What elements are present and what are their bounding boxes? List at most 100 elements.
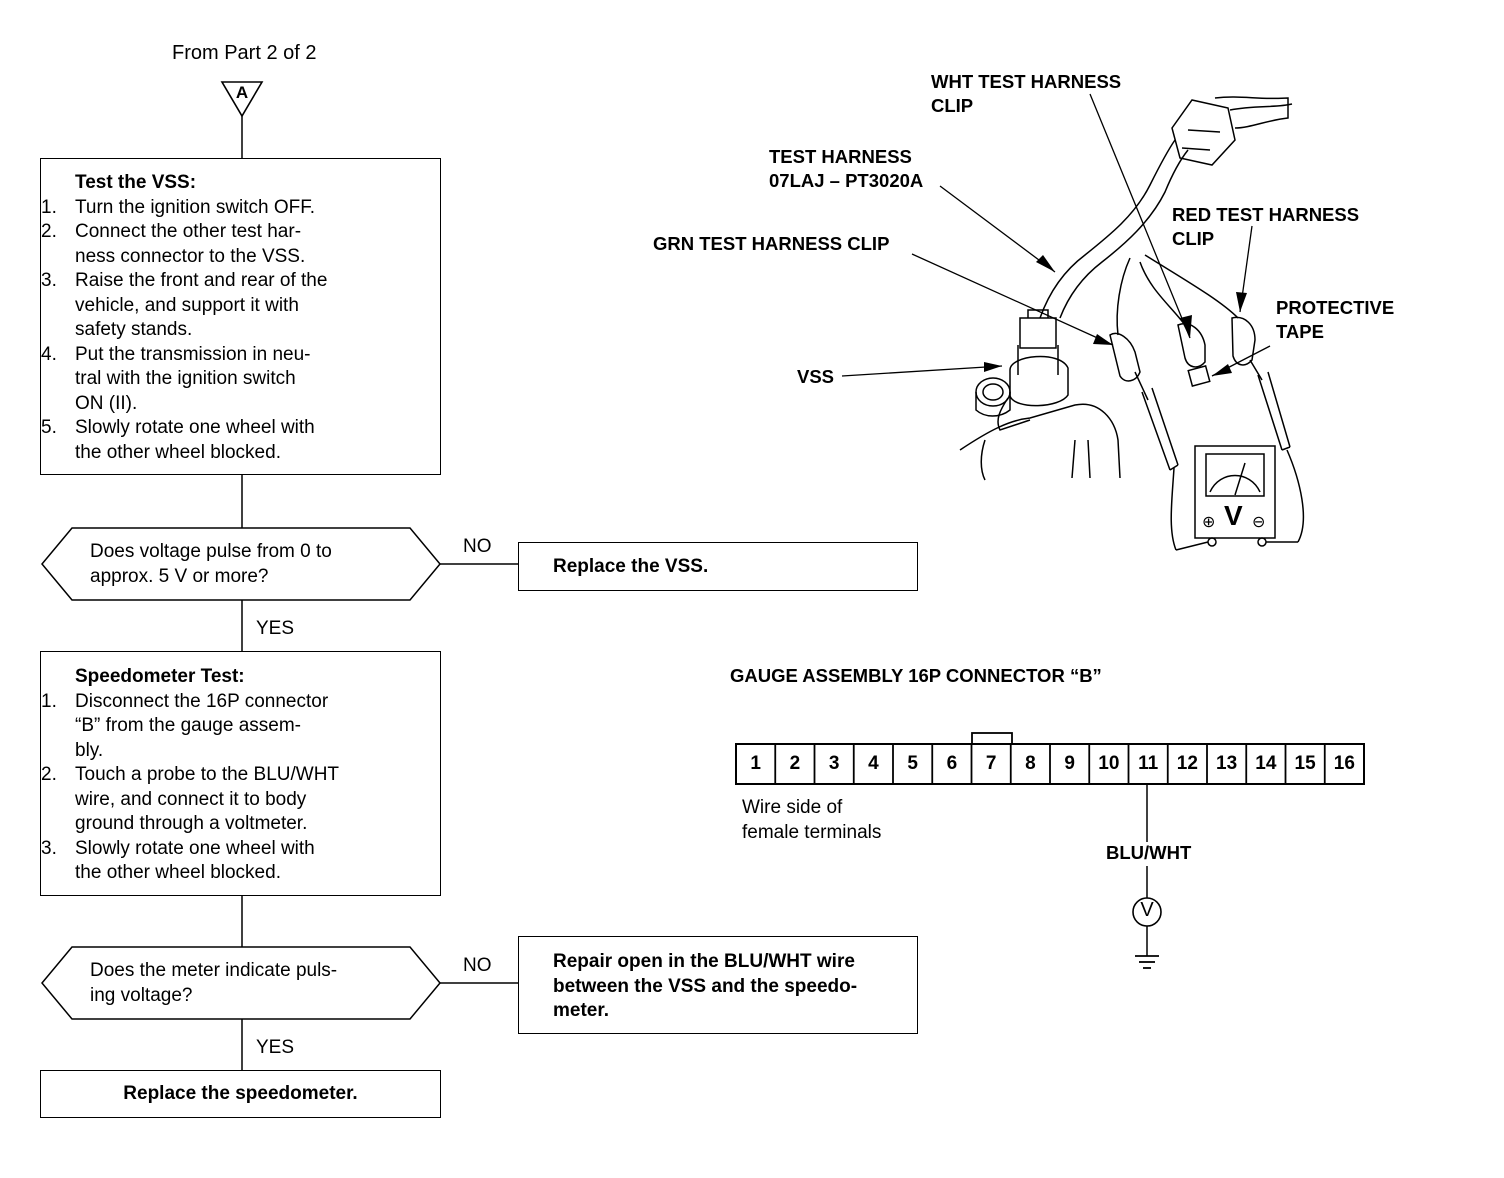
repair-open-line: meter. [553, 1000, 609, 1021]
pin-2: 2 [789, 753, 801, 774]
repair-open-line: between the VSS and the speedo- [553, 975, 858, 997]
test-harness-label-line: TEST HARNESS [769, 146, 912, 167]
wht-clip-label-line: WHT TEST HARNESS [931, 71, 1122, 92]
step-line: Slowly rotate one wheel with [75, 837, 315, 859]
pin-13: 13 [1216, 753, 1238, 774]
step-line: Touch a probe to the BLU/WHT [75, 764, 340, 785]
leader-arrows [984, 255, 1247, 376]
step-line: “B” from the gauge assem- [75, 715, 301, 736]
wire-side-label: Wire side of female terminals [742, 796, 881, 845]
test-vss-box: Test the VSS: 1. Turn the ignition switch… [40, 158, 441, 475]
step-line: ON (II). [75, 392, 138, 414]
step-line: Turn the ignition switch OFF. [75, 196, 316, 218]
decision-2-no-label: NO [463, 955, 492, 976]
pin-dividers [774, 744, 1326, 784]
pin-12: 12 [1176, 753, 1198, 774]
pin-14: 14 [1255, 753, 1277, 774]
voltmeter-icon [1194, 445, 1276, 539]
step-number: 2. [41, 764, 57, 785]
decision-1-line: Does voltage pulse from 0 to [90, 541, 332, 562]
red-clip-label-line: RED TEST HARNESS [1172, 204, 1360, 225]
vss-label: VSS [797, 366, 835, 387]
step-number: 3. [41, 837, 57, 859]
step-line: Connect the other test har- [75, 221, 302, 242]
step-number: 3. [41, 270, 57, 291]
decision-1-yes-label: YES [256, 618, 295, 639]
pin-6: 6 [946, 753, 958, 774]
step-line: ground through a voltmeter. [75, 813, 308, 834]
wire-side-line: Wire side of [742, 797, 843, 818]
meter-minus-symbol: ⊖ [1252, 512, 1266, 531]
repair-open-line: Repair open in the BLU/WHT wire [553, 951, 855, 972]
connector-lock-tab [971, 732, 1013, 745]
pin-9: 9 [1064, 753, 1075, 774]
pin-16: 16 [1333, 753, 1355, 774]
step-number: 2. [41, 221, 57, 242]
blu-wht-label: BLU/WHT [1106, 842, 1192, 863]
pin-8: 8 [1025, 753, 1036, 774]
decision-2-line: ing voltage? [90, 984, 193, 1006]
step-line: safety stands. [75, 319, 193, 340]
voltmeter-v-label: V [1140, 899, 1154, 921]
pin-7: 7 [985, 753, 997, 774]
step-item: 1. Turn the ignition switch OFF. [41, 196, 426, 221]
protective-tape-label: PROTECTIVE TAPE [1276, 296, 1394, 344]
step-item: 2. Touch a probe to the BLU/WHT wire, and … [41, 763, 426, 837]
step-number: 4. [41, 343, 57, 365]
step-line: wire, and connect it to body [75, 788, 307, 810]
step-number: 5. [41, 417, 57, 438]
meter-v-symbol: V [1224, 500, 1243, 531]
step-line: vehicle, and support it with [75, 294, 299, 316]
replace-vss-box: Replace the VSS. [518, 542, 918, 591]
replace-speedometer-box: Replace the speedometer. [40, 1070, 441, 1118]
step-item: 5. Slowly rotate one wheel with the other … [41, 416, 426, 465]
protective-tape-label-line: TAPE [1276, 321, 1324, 342]
connector-letter: A [235, 83, 249, 102]
test-vss-steps: 1. Turn the ignition switch OFF. 2. Connect… [41, 196, 426, 466]
protective-tape-label-line: PROTECTIVE [1276, 297, 1395, 318]
step-line: Disconnect the 16P connector [75, 690, 329, 712]
step-item: 4. Put the transmission in neu-tral with … [41, 343, 426, 417]
step-line: ness connector to the VSS. [75, 245, 306, 267]
step-item: 1. Disconnect the 16P connector “B” from t… [41, 690, 426, 764]
step-item: 2. Connect the other test har-ness connec… [41, 220, 426, 269]
wire-side-line: female terminals [742, 821, 882, 843]
pin-5: 5 [907, 753, 918, 774]
speedometer-test-steps: 1. Disconnect the 16P connector “B” from t… [41, 690, 426, 886]
pin-11: 11 [1138, 753, 1159, 774]
step-line: bly. [75, 739, 104, 761]
connector-triangle-icon [220, 81, 264, 118]
pin-3: 3 [828, 753, 840, 774]
step-line: the other wheel blocked. [75, 441, 281, 463]
connector-title: GAUGE ASSEMBLY 16P CONNECTOR “B” [730, 665, 1102, 686]
step-number: 1. [41, 690, 57, 712]
from-part-label: From Part 2 of 2 [172, 42, 317, 64]
replace-speedometer-text: Replace the speedometer. [123, 1083, 358, 1104]
pin-15: 15 [1294, 753, 1316, 774]
step-item: 3. Raise the front and rear of the vehicle… [41, 269, 426, 343]
pin-1: 1 [750, 753, 761, 774]
test-harness-label-line: 07LAJ – PT3020A [769, 170, 924, 191]
step-line: tral with the ignition switch [75, 368, 296, 389]
speedometer-test-box: Speedometer Test: 1.Disconnect the 16P c… [40, 651, 441, 896]
step-item: 3. Slowly rotate one wheel with the other … [41, 837, 426, 886]
test-harness-label: TEST HARNESS 07LAJ – PT3020A [769, 145, 923, 193]
step-line: Put the transmission in neu- [75, 343, 311, 365]
ground-icon [1135, 955, 1159, 969]
decision-2-text: Does the meter indicate puls- ing voltag… [90, 959, 337, 1008]
wht-clip-label: WHT TEST HARNESS CLIP [931, 70, 1121, 118]
decision-1-text: Does voltage pulse from 0 to approx. 5 V… [90, 540, 332, 589]
repair-open-box: Repair open in the BLU/WHT wire between … [518, 936, 918, 1034]
step-line: Slowly rotate one wheel with [75, 417, 315, 438]
step-number: 1. [41, 196, 57, 218]
red-clip-label: RED TEST HARNESS CLIP [1172, 203, 1359, 251]
test-vss-title: Test the VSS: [75, 172, 197, 193]
step-line: the other wheel blocked. [75, 862, 281, 883]
vss-illustration [959, 96, 1305, 551]
decision-1-no-label: NO [463, 536, 492, 557]
step-line: Raise the front and rear of the [75, 270, 328, 291]
decision-2-yes-label: YES [256, 1037, 295, 1058]
replace-vss-text: Replace the VSS. [553, 556, 709, 577]
pin-10: 10 [1098, 753, 1120, 774]
